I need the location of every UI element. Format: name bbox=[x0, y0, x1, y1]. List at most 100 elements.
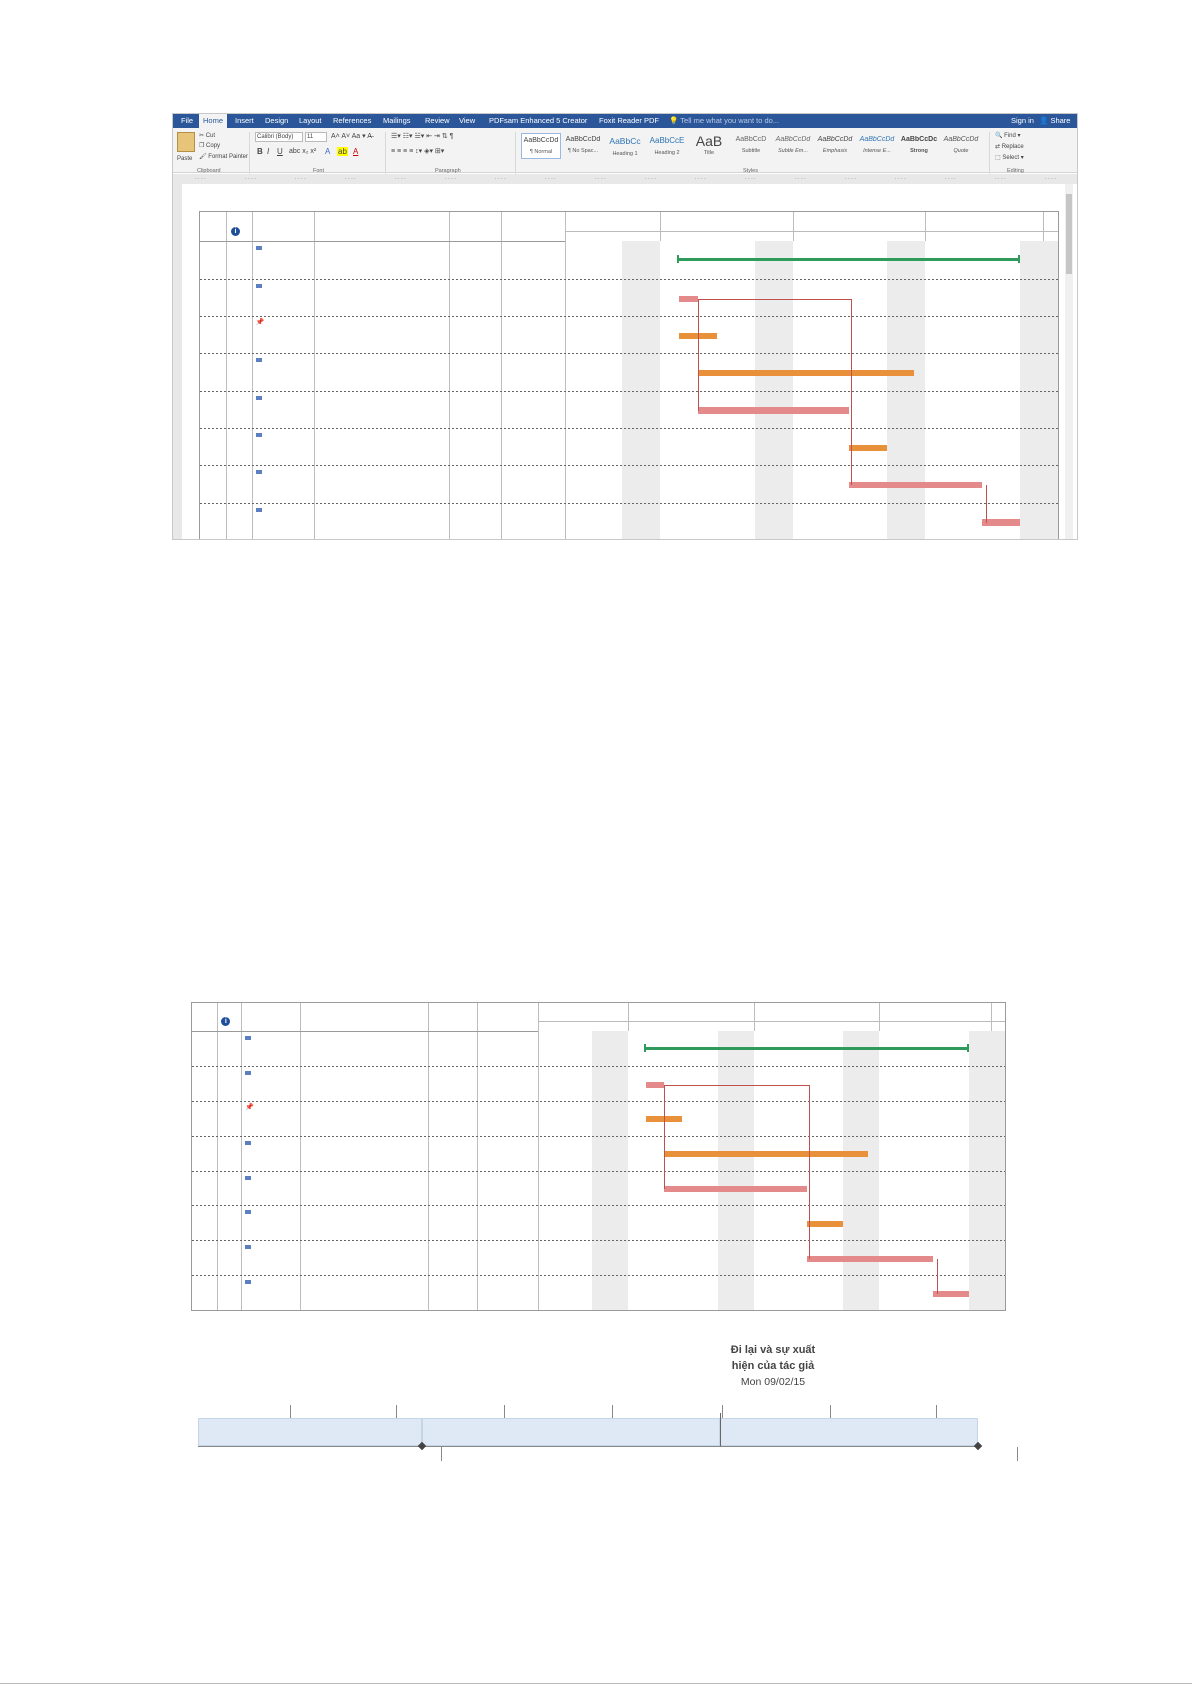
row-divider bbox=[192, 1065, 1005, 1067]
auto-task-icon bbox=[255, 433, 262, 438]
column-divider bbox=[477, 1003, 479, 1310]
ruler-tick: · · · · bbox=[445, 176, 456, 182]
week-divider bbox=[925, 212, 927, 242]
project-timeline bbox=[172, 1405, 1032, 1485]
column-divider bbox=[241, 1003, 243, 1310]
info-icon: i bbox=[221, 1017, 231, 1026]
auto-task-icon bbox=[255, 246, 262, 251]
tab-file[interactable]: File bbox=[181, 116, 194, 125]
vertical-scrollbar[interactable] bbox=[1065, 184, 1073, 539]
ribbon-separator bbox=[249, 132, 250, 174]
column-divider bbox=[251, 212, 253, 539]
auto-task-icon bbox=[244, 1210, 251, 1215]
tab-insert[interactable]: Insert bbox=[235, 116, 254, 125]
tab-design[interactable]: Design bbox=[265, 116, 289, 125]
copy-button[interactable]: ❐ Copy bbox=[199, 143, 221, 149]
paragraph-group-label: Paragraph bbox=[435, 168, 461, 174]
dependency-link bbox=[663, 1084, 665, 1190]
row-divider bbox=[200, 316, 1058, 318]
ruler-tick: · · · · bbox=[595, 176, 606, 182]
tell-me-search[interactable]: 💡 Tell me what you want to do... bbox=[669, 116, 780, 125]
ribbon-separator bbox=[385, 132, 386, 174]
tab-foxit[interactable]: Foxit Reader PDF bbox=[599, 116, 660, 125]
timescale-divider bbox=[537, 1021, 1005, 1022]
summary-bar bbox=[643, 1046, 970, 1050]
tab-view[interactable]: View bbox=[459, 116, 476, 125]
summary-end-tick bbox=[1018, 255, 1021, 264]
cut-button[interactable]: ✂ Cut bbox=[199, 133, 216, 139]
text-effects-icon[interactable]: A bbox=[325, 147, 331, 156]
column-divider bbox=[501, 212, 503, 539]
ruler-tick: · · · · bbox=[845, 176, 856, 182]
week-divider bbox=[659, 212, 661, 242]
italic-button[interactable]: I bbox=[267, 147, 270, 156]
alignment-icons[interactable]: ≡ ≡ ≡ ≡ ↕▾ ◈▾ ⊞▾ bbox=[391, 148, 445, 155]
format-painter-button[interactable]: 🖌 Format Painter bbox=[199, 154, 248, 160]
manual-task-icon: 📌 bbox=[255, 319, 265, 327]
list-icons[interactable]: ☰▾ ☷▾ ☱▾ ⇤ ⇥ ⇅ ¶ bbox=[391, 133, 454, 140]
font-size-select[interactable]: 11 bbox=[305, 132, 327, 142]
row-divider bbox=[200, 428, 1058, 430]
scrollbar-thumb[interactable] bbox=[1066, 194, 1072, 274]
horizontal-ruler[interactable]: · · · ·· · · ·· · · ·· · · ·· · · ·· · ·… bbox=[173, 174, 1077, 184]
paste-icon[interactable] bbox=[177, 132, 195, 152]
dependency-link bbox=[697, 298, 852, 300]
vertical-ruler[interactable] bbox=[173, 184, 182, 539]
timescale-divider bbox=[565, 230, 1058, 232]
bold-button[interactable]: B bbox=[257, 147, 263, 156]
select-button[interactable]: ⬚ Select ▾ bbox=[995, 155, 1024, 161]
paste-button[interactable]: Paste bbox=[177, 156, 193, 162]
auto-task-icon bbox=[255, 470, 262, 475]
tab-pdfsam[interactable]: PDFsam Enhanced 5 Creator bbox=[489, 116, 588, 125]
timeline-date bbox=[830, 1405, 833, 1418]
timeline-date bbox=[612, 1405, 615, 1418]
summary-start-tick bbox=[643, 1043, 646, 1052]
dependency-link bbox=[851, 298, 853, 486]
column-divider bbox=[537, 1003, 539, 1310]
tab-mailings[interactable]: Mailings bbox=[383, 116, 411, 125]
ruler-tick: · · · · bbox=[545, 176, 556, 182]
ribbon-separator bbox=[989, 132, 990, 174]
auto-task-icon bbox=[244, 1280, 251, 1285]
share-button[interactable]: 👤 Share bbox=[1039, 116, 1071, 125]
font-name-select[interactable]: Calibri (Body) bbox=[255, 132, 303, 142]
task-bar bbox=[645, 1081, 664, 1088]
tab-references[interactable]: References bbox=[333, 116, 372, 125]
underline-button[interactable]: U bbox=[277, 147, 283, 156]
find-button[interactable]: 🔍 Find ▾ bbox=[995, 133, 1021, 139]
row-divider bbox=[192, 1205, 1005, 1207]
font-color-icon[interactable]: A bbox=[353, 147, 359, 156]
auto-task-icon bbox=[244, 1036, 251, 1040]
callout-left-pointer bbox=[441, 1447, 442, 1461]
week-divider bbox=[990, 1003, 992, 1031]
summary-start-tick bbox=[676, 255, 679, 264]
replace-button[interactable]: ⇄ Replace bbox=[995, 144, 1024, 150]
ruler-tick: · · · · bbox=[295, 176, 306, 182]
style-no-spacing[interactable]: AaBbCcDd¶ No Spac... bbox=[565, 136, 601, 154]
column-divider bbox=[313, 212, 315, 539]
tab-layout[interactable]: Layout bbox=[299, 116, 322, 125]
font-grow-icons[interactable]: A˄ A˅ Aa ▾ A̶ bbox=[331, 133, 372, 140]
tab-review[interactable]: Review bbox=[425, 116, 450, 125]
strikethrough-sub-super-icons[interactable]: abc x₂ x² bbox=[289, 148, 317, 155]
summary-bar bbox=[676, 258, 1021, 262]
highlight-icon[interactable]: ab bbox=[337, 147, 348, 156]
timeline-axis bbox=[198, 1446, 978, 1447]
row-divider bbox=[192, 1100, 1005, 1102]
timeline-date bbox=[290, 1405, 293, 1418]
style-normal[interactable]: AaBbCcDd¶ Normal bbox=[521, 133, 561, 159]
sign-in-link[interactable]: Sign in bbox=[1011, 116, 1034, 125]
tab-home[interactable]: Home bbox=[199, 114, 228, 128]
task-bar bbox=[982, 519, 1021, 526]
week-divider bbox=[627, 1003, 629, 1031]
